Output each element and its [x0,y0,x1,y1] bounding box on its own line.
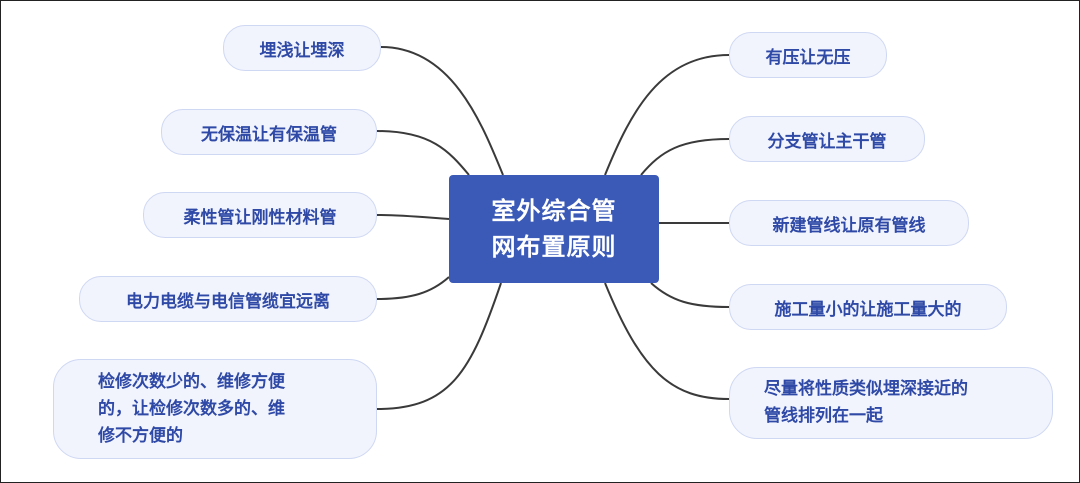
connector-right-5 [604,282,730,400]
branch-node-text: 柔性管让刚性材料管 [183,207,337,228]
branch-node-text: 新建管线让原有管线 [772,215,926,236]
central-topic-line-2: 网布置原则 [491,233,617,261]
branch-node-right-2: 分支管让主干管 [729,116,925,162]
branch-node-left-1: 埋浅让埋深 [223,25,381,71]
connector-right-1 [604,54,730,176]
branch-node-text: 埋浅让埋深 [259,40,345,61]
branch-node-text: 管线排列在一起 [764,406,883,426]
branch-node-left-4: 电力电缆与电信管缆宜远离 [79,276,377,322]
branch-node-text: 施工量小的让施工量大的 [774,299,962,320]
connector-left-5 [376,282,502,410]
branch-node-right-4: 施工量小的让施工量大的 [729,284,1007,330]
branch-node-text: 检修次数少的、维修方便 [98,371,285,392]
branch-node-right-1: 有压让无压 [729,32,887,78]
branch-node-text: 分支管让主干管 [767,131,887,152]
branch-node-text: 修不方便的 [98,425,183,446]
branch-node-left-5: 检修次数少的、维修方便 的，让检修次数多的、维 修不方便的 [53,359,377,459]
branch-node-text: 无保温让有保温管 [201,124,337,145]
branch-node-right-3: 新建管线让原有管线 [729,200,969,246]
branch-node-text: 尽量将性质类似埋深接近的 [764,379,968,399]
central-topic-line-1: 室外综合管 [491,197,617,225]
connector-left-3 [376,214,450,220]
branch-node-right-5: 尽量将性质类似埋深接近的 管线排列在一起 [729,367,1053,439]
branch-node-left-3: 柔性管让刚性材料管 [143,192,377,238]
connector-right-4 [650,282,730,308]
branch-node-text: 电力电缆与电信管缆宜远离 [126,291,330,312]
connector-left-2 [376,130,470,176]
connector-right-2 [640,138,730,176]
connector-left-1 [380,46,504,176]
branch-node-text: 有压让无压 [765,47,851,68]
branch-node-text: 的，让检修次数多的、维 [98,398,285,419]
branch-node-left-2: 无保温让有保温管 [161,109,377,155]
central-topic: 室外综合管 网布置原则 [449,175,659,283]
connector-left-4 [376,276,450,300]
